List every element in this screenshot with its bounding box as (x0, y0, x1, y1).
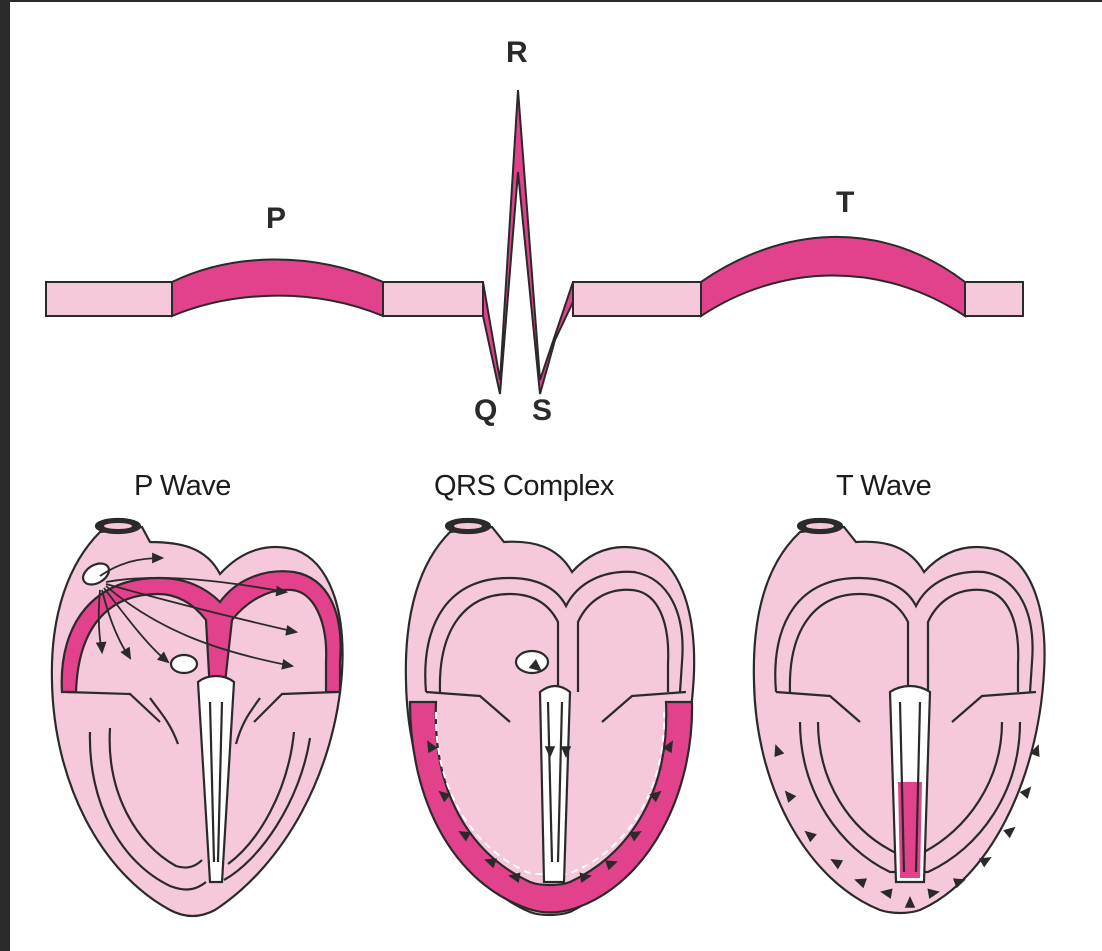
heart-p-wave (52, 519, 343, 916)
heart-qrs-septum (540, 686, 570, 882)
ecg-t-wave-band (701, 237, 965, 316)
heart-qrs-av-node (516, 651, 548, 673)
caption-qrs-complex: QRS Complex (434, 470, 614, 503)
heart-qrs-complex (406, 519, 694, 915)
ecg-label-q: Q (474, 394, 497, 428)
ecg-label-t: T (836, 186, 854, 220)
ecg-strip (46, 90, 1023, 394)
ecg-label-r: R (506, 36, 528, 70)
ecg-baseline-segment-3 (573, 282, 701, 316)
ecg-label-p: P (266, 202, 286, 236)
heart-t-wave (754, 519, 1045, 913)
ecg-baseline-segment-1 (46, 282, 172, 316)
ecg-label-s: S (532, 394, 552, 428)
diagram-canvas: R P T Q S P Wave QRS Complex T Wave (10, 2, 1102, 951)
heart-p-av-node (171, 655, 197, 673)
caption-p-wave: P Wave (134, 470, 231, 503)
ecg-qrs-complex (483, 90, 573, 394)
ecg-p-wave-band (172, 259, 383, 316)
ecg-baseline-segment-4 (965, 282, 1023, 316)
caption-t-wave: T Wave (836, 470, 931, 503)
ecg-baseline-segment-2 (383, 282, 483, 316)
